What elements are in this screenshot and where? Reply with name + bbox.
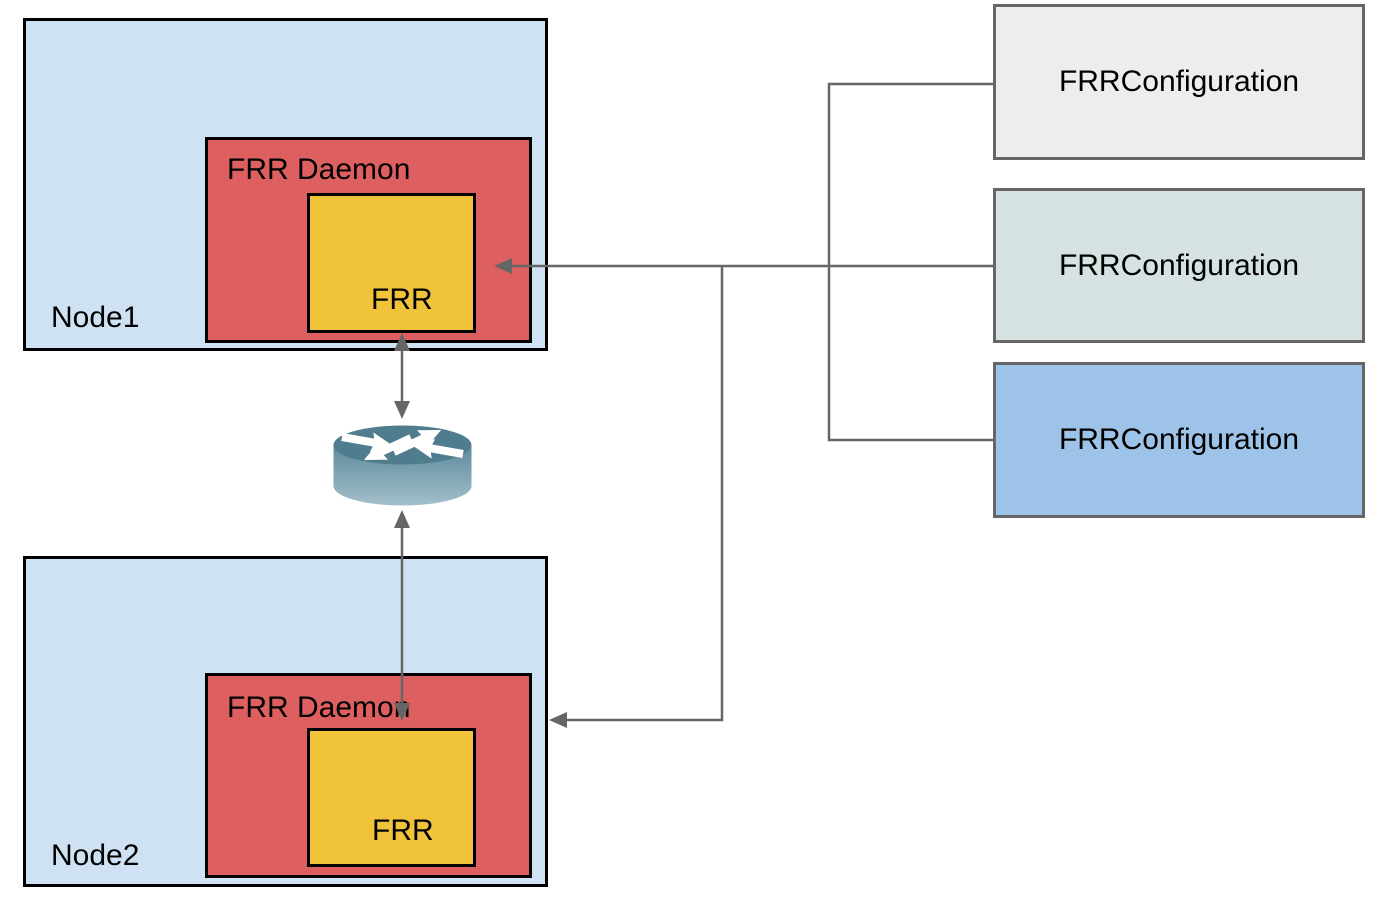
node1-label: Node1 (51, 301, 140, 334)
frrconfiguration-label-2: FRRConfiguration (1058, 248, 1300, 282)
connector-config-trunk (827, 82, 993, 442)
frrconfiguration-box-1: FRRConfiguration (993, 4, 1365, 160)
frrconfiguration-box-3: FRRConfiguration (993, 362, 1365, 518)
frrconfiguration-label-3: FRRConfiguration (1058, 423, 1300, 456)
frrconfiguration-label-1: FRRConfiguration (1058, 65, 1300, 98)
node2-frr-box (307, 728, 476, 867)
router-arrow-in-right (411, 438, 464, 459)
arrowhead-router-bottom (394, 510, 410, 528)
router-crossing-arrows (341, 430, 464, 460)
router-arrow-in-left (341, 432, 394, 453)
node2-frr-label: FRR (372, 814, 434, 847)
arrowhead-router-top (394, 401, 410, 419)
router-icon (332, 425, 473, 507)
router-arrow-out-topright (392, 430, 442, 456)
node1-frr-box (307, 193, 476, 333)
node1-frr-label: FRR (371, 283, 433, 316)
node2-label: Node2 (51, 839, 140, 872)
frrconfiguration-box-2: FRRConfiguration (993, 188, 1365, 343)
router-icon-svg (333, 425, 472, 506)
arrowhead-node2 (549, 712, 567, 728)
connector-to-node2 (564, 266, 724, 722)
router-arrow-out-bottomleft (363, 434, 413, 460)
node2-frr-daemon-label: FRR Daemon (227, 691, 411, 724)
node1-frr-daemon-label: FRR Daemon (227, 153, 411, 186)
